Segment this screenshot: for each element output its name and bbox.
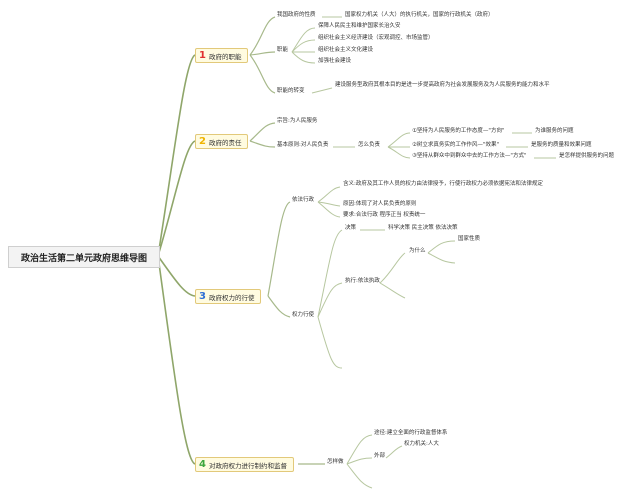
node-function-4: 加强社会建设 [318,58,352,64]
node-function-shift-desc: 建设服务型政府其根本目的是进一步提高政府为社会发展服务及为人民服务的能力和水平 [335,82,550,88]
node-function-1: 保障人民民主和维护国家长治久安 [318,23,401,29]
node-power-organ: 权力机关:人大 [404,441,439,447]
branch-label: 对政府权力进行制约和监督 [208,461,287,470]
node-responsibility-2: ②树立求真务实的工作作风—"效果" [412,142,499,148]
node-administration-by-law: 依法行政 [292,197,315,203]
node-how-to-do: 怎样做 [327,459,344,465]
branch-number: 3 [199,291,206,302]
branch-number: 1 [199,50,206,61]
branch-number: 2 [199,136,206,147]
branch-label: 政府的责任 [208,138,242,147]
node-responsibility-1: ①坚持为人民服务的工作态度—"方向" [412,128,505,134]
node-how-responsible: 怎么负责 [358,142,381,148]
node-basic-principle: 基本原则:对人民负责 [277,142,329,148]
node-external: 外部 [374,453,386,459]
node-function-3: 组织社会主义文化建设 [318,47,374,53]
node-law-reason: 原因:体现了对人民负责的原则 [343,201,417,207]
node-power-exercise: 权力行使 [292,312,315,318]
node-law-requirement: 要求:合法行政 程序正当 权责统一 [343,212,426,218]
node-responsibility-2-result: 是服务的质量和效果问题 [531,142,592,148]
branch-label: 政府的职能 [208,52,242,61]
node-government-nature: 我国政府的性质 [277,12,316,18]
node-decision-desc: 科学决策 民主决策 依法决策 [388,225,458,231]
branch-number: 4 [199,459,206,470]
node-decision: 决策 [345,225,357,231]
node-supervision-path: 途径:建立全面的行政监督体系 [374,430,448,436]
node-national-nature: 国家性质 [458,236,481,242]
branch-government-functions: 1 政府的职能 [195,48,249,63]
node-responsibility-3: ③坚持从群众中到群众中去的工作方法—"方式" [412,153,527,159]
node-functions: 职能 [277,47,289,53]
branch-government-responsibility: 2 政府的责任 [195,134,249,149]
root-title: 政治生活第二单元政府思维导图 [8,246,160,268]
branch-restriction-supervision: 4 对政府权力进行制约和监督 [195,457,294,472]
branch-exercise-of-power: 3 政府权力的行使 [195,289,262,304]
node-tenet: 宗旨:为人民服务 [277,118,318,124]
branch-label: 政府权力的行使 [208,293,255,302]
node-responsibility-1-result: 为谁服务的问题 [535,128,574,134]
node-law-meaning: 含义:政府及其工作人员的权力由法律授予，行使行政权力必须依据宪法和法律规定 [343,181,543,187]
node-execution: 执行:依法执政 [345,278,380,284]
node-why: 为什么 [409,248,426,254]
node-function-2: 组织社会主义经济建设（宏观调控、市场监管） [318,35,434,41]
node-function-shift: 职能的转变 [277,88,305,94]
node-government-nature-desc: 国家权力机关（人大）的执行机关，国家的行政机关（政府） [345,12,494,18]
node-responsibility-3-result: 是怎样提供服务的问题 [559,153,615,159]
